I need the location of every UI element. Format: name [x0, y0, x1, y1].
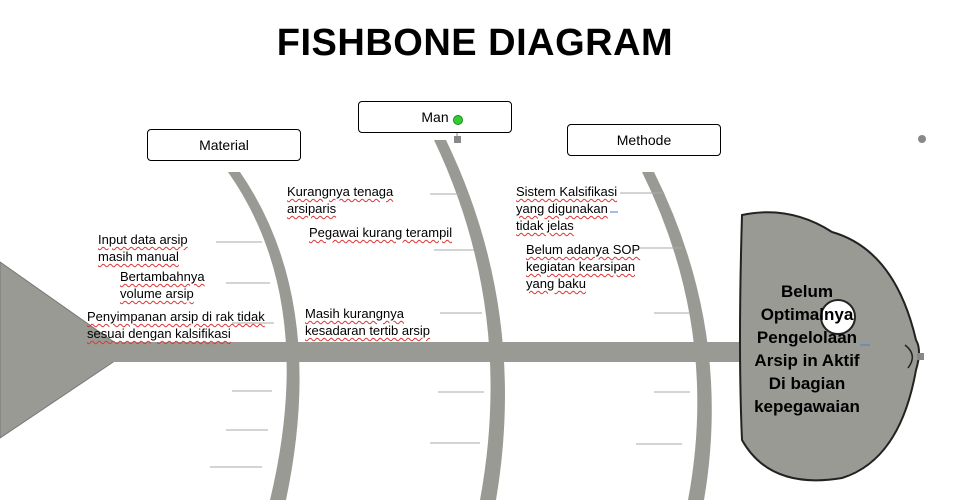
fish-head [739, 211, 920, 482]
cause-material-2[interactable]: Bertambahnya volume arsip [120, 269, 205, 301]
rib-man [434, 140, 505, 500]
fish-spine [110, 342, 740, 362]
rotation-handle-icon[interactable] [453, 115, 463, 125]
cause-man-1[interactable]: Kurangnya tenaga arsiparis [287, 184, 394, 216]
category-methode[interactable]: Methode [567, 124, 721, 156]
cause-methode-1[interactable]: Sistem Kalsifikasi yang digunakan tidak … [516, 184, 618, 233]
resize-handle-icon[interactable] [917, 353, 924, 360]
man-branch-lines [430, 193, 484, 444]
fish-eye [820, 299, 856, 335]
fish-tail [0, 261, 129, 439]
cause-methode-2[interactable]: Belum adanya SOP kegiatan kearsipan yang… [526, 242, 641, 291]
category-man[interactable]: Man [358, 101, 512, 133]
material-branch-lines [210, 241, 274, 468]
resize-handle-icon[interactable] [454, 136, 461, 143]
diagram-title: FISHBONE DIAGRAM [276, 22, 674, 64]
category-material[interactable]: Material [147, 129, 301, 161]
cause-material-3[interactable]: Penyimpanan arsip di rak tidak sesuai de… [87, 309, 265, 341]
effect-text[interactable]: Belum Optimalnya Pengelolaan Arsip in Ak… [754, 282, 860, 416]
head-mouth [904, 344, 914, 369]
resize-handle-icon[interactable] [918, 135, 926, 143]
rib-methode [642, 172, 712, 500]
methode-branch-lines [620, 192, 690, 445]
rib-material [228, 172, 300, 500]
cause-man-3[interactable]: Masih kurangnya kesadaran tertib arsip [305, 306, 431, 338]
cause-material-1[interactable]: Input data arsip masih manual [98, 232, 188, 264]
cause-man-2[interactable]: Pegawai kurang terampil [309, 225, 453, 240]
